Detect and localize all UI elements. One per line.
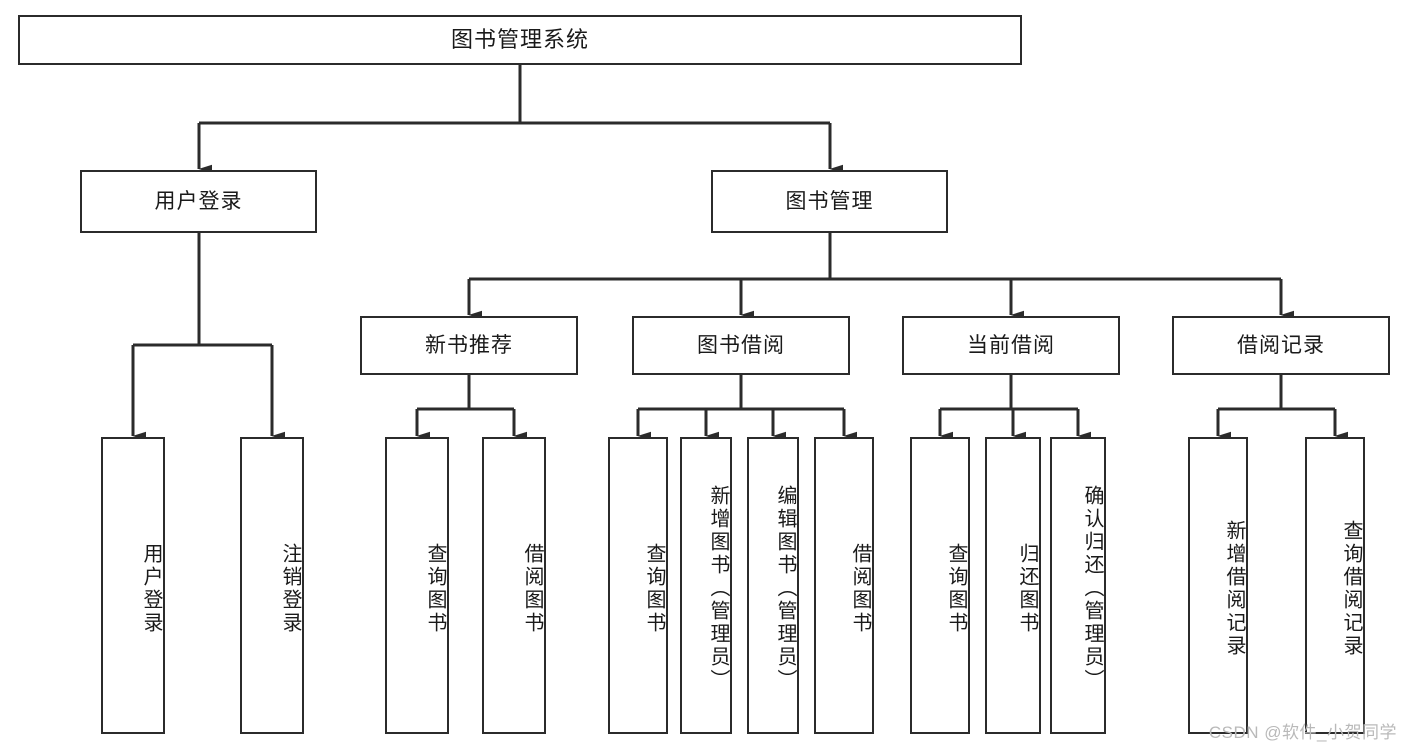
node-leaf-edit-book[interactable]: 编辑图书（管理员） bbox=[747, 437, 799, 734]
node-leaf-query-book-2[interactable]: 查询图书 bbox=[608, 437, 668, 734]
node-leaf-confirm-return[interactable]: 确认归还（管理员） bbox=[1050, 437, 1106, 734]
node-label-book-borrow: 图书借阅 bbox=[697, 333, 785, 357]
node-leaf-query-record[interactable]: 查询借阅记录 bbox=[1305, 437, 1365, 734]
watermark-text: CSDN @软件_小贺同学 bbox=[1208, 723, 1397, 742]
node-leaf-return-book[interactable]: 归还图书 bbox=[985, 437, 1041, 734]
node-leaf-logout[interactable]: 注销登录 bbox=[240, 437, 304, 734]
node-label-leaf-query-book-2: 查询图书 bbox=[643, 542, 665, 635]
node-leaf-add-record[interactable]: 新增借阅记录 bbox=[1188, 437, 1248, 734]
node-label-leaf-borrow-book-1: 借阅图书 bbox=[521, 542, 543, 635]
node-label-user-login: 用户登录 bbox=[154, 189, 243, 213]
node-label-leaf-query-record: 查询借阅记录 bbox=[1340, 519, 1362, 658]
node-label-new-book-rec: 新书推荐 bbox=[425, 333, 513, 357]
node-label-borrow-record: 借阅记录 bbox=[1237, 333, 1325, 357]
node-label-root: 图书管理系统 bbox=[450, 26, 589, 52]
node-label-leaf-user-login: 用户登录 bbox=[140, 542, 162, 635]
node-leaf-query-book-1[interactable]: 查询图书 bbox=[385, 437, 449, 734]
node-root[interactable]: 图书管理系统 bbox=[18, 15, 1022, 65]
node-label-leaf-add-book: 新增图书（管理员） bbox=[707, 485, 729, 692]
node-new-book-rec[interactable]: 新书推荐 bbox=[360, 316, 578, 375]
node-label-leaf-query-book-3: 查询图书 bbox=[945, 542, 967, 635]
node-borrow-record[interactable]: 借阅记录 bbox=[1172, 316, 1390, 375]
node-label-leaf-logout: 注销登录 bbox=[279, 542, 301, 635]
node-current-borrow[interactable]: 当前借阅 bbox=[902, 316, 1120, 375]
node-label-book-manage: 图书管理 bbox=[785, 189, 874, 213]
node-leaf-add-book[interactable]: 新增图书（管理员） bbox=[680, 437, 732, 734]
node-label-leaf-add-record: 新增借阅记录 bbox=[1223, 519, 1245, 658]
node-leaf-query-book-3[interactable]: 查询图书 bbox=[910, 437, 970, 734]
node-label-leaf-edit-book: 编辑图书（管理员） bbox=[774, 485, 796, 692]
node-book-borrow[interactable]: 图书借阅 bbox=[632, 316, 850, 375]
node-label-leaf-query-book-1: 查询图书 bbox=[424, 542, 446, 635]
node-label-leaf-borrow-book-2: 借阅图书 bbox=[849, 542, 871, 635]
node-book-manage[interactable]: 图书管理 bbox=[711, 170, 948, 233]
node-leaf-borrow-book-1[interactable]: 借阅图书 bbox=[482, 437, 546, 734]
node-label-current-borrow: 当前借阅 bbox=[967, 333, 1055, 357]
node-leaf-borrow-book-2[interactable]: 借阅图书 bbox=[814, 437, 874, 734]
node-leaf-user-login[interactable]: 用户登录 bbox=[101, 437, 165, 734]
node-label-leaf-return-book: 归还图书 bbox=[1016, 542, 1038, 635]
node-label-leaf-confirm-return: 确认归还（管理员） bbox=[1081, 485, 1103, 692]
node-user-login[interactable]: 用户登录 bbox=[80, 170, 317, 233]
